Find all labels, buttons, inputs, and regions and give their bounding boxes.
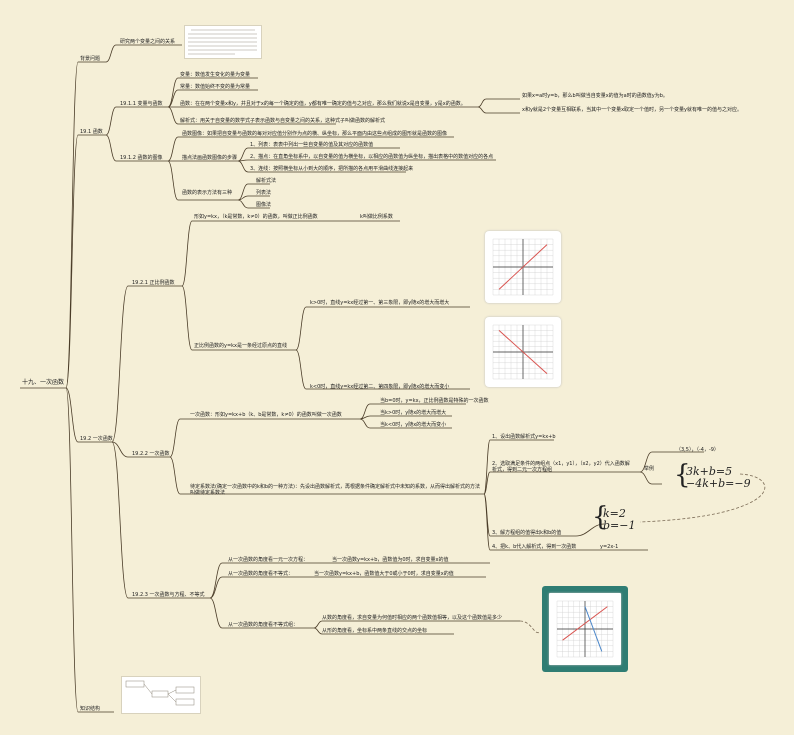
method-step-3: 3、解方程组的值得出k和b的值 xyxy=(492,530,562,536)
series-line-1 xyxy=(498,330,548,374)
proportional-k-positive: k>0时，直线y=kx经过第一、第三象限，即y随x的增大而增大 xyxy=(310,300,450,306)
linear-b-zero: 当b=0时，y=kx，正比例函数是特殊的一次函数 xyxy=(380,398,489,404)
view-inequality-desc: 当一次函数y=kx+b，函数值大于0或小于0时，求自变量x的值 xyxy=(314,571,454,577)
graph-steps-title: 描点法画函数图像的步骤 xyxy=(182,155,238,161)
def-constant: 常量：数值始终不变的量为常量 xyxy=(180,84,251,90)
equation-brace: { xyxy=(674,460,691,490)
solution-k: k=2 xyxy=(603,507,626,520)
structure-thumbnail xyxy=(121,676,201,714)
example-points: （3,5），（-4，-9） xyxy=(676,447,719,453)
root-topic: 十九、一次函数 xyxy=(22,379,65,386)
def-graph: 函数图像：如果把自变量与函数的每对对应值分别作为点的横、纵坐标，那么平面内由这些… xyxy=(182,131,448,137)
topic-structure: 知识结构 xyxy=(80,706,101,712)
background-thumbnail xyxy=(184,25,262,59)
linear-k-positive: 当k>0时，y随x的增大而增大 xyxy=(380,410,447,416)
example-label: 举例 xyxy=(644,466,655,472)
def-variable: 变量：数值发生变化的量为变量 xyxy=(180,72,251,78)
linear-k-negative: 当k<0时，y随x的增大而变小 xyxy=(380,422,447,428)
graph-step-3: 3、连线：按照横坐标从小到大的顺序，把所描的各点用平滑曲线连接起来 xyxy=(250,166,414,172)
plot-k-negative xyxy=(485,317,561,387)
methods-title: 函数的表示方法有三种 xyxy=(182,190,233,196)
view-equation-desc: 当一次函数y=kx+b，函数值为0时，求自变量x的值 xyxy=(332,557,449,563)
topic-19-1-2: 19.1.2 函数的图像 xyxy=(120,155,163,161)
topic-19-1-1: 19.1.1 变量与函数 xyxy=(120,101,163,107)
function-note-1: 如果x=a时y=b，那么b叫做当自变量x的值为a时的函数值y为b。 xyxy=(522,93,668,99)
background-research: 研究两个变量之间的关系 xyxy=(120,39,176,45)
def-function: 函数：在在两个变量x和y，并且对于x的每一个确定的值，y都有唯一确定的值与之对应… xyxy=(180,101,466,107)
method-graph: 图像法 xyxy=(256,202,272,208)
topic-19-2: 19.2 一次函数 xyxy=(80,436,113,442)
topic-19-2-1: 19.2.1 正比例函数 xyxy=(132,280,175,286)
solution-b: b=−1 xyxy=(603,519,636,532)
system-numeric: 从数的角度看，求自变量为何值时相应的两个函数值相等，以及这个函数值是多少 xyxy=(322,615,503,621)
method-analytic: 解析式法 xyxy=(256,178,277,184)
graph-step-2: 2、描点：在直角坐标系中，以自变量的值为横坐标，以相应的函数值为纵坐标，描出表格… xyxy=(250,154,494,160)
view-equation: 从一次函数的角度看一元一次方程： xyxy=(228,557,309,563)
series-line-1 xyxy=(562,606,608,641)
def-linear: 一次函数：形如y=kx+b（k、b是常数，k≠0）的函数叫做一次函数 xyxy=(190,412,342,418)
def-proportional: 形如y=kx，（k是常数，k≠0）的函数，叫做正比例函数 xyxy=(194,214,318,220)
method-step-4: 4、把k、b代入解析式，得到一次函数 xyxy=(492,544,577,550)
def-analytic: 解析式：用关于自变量的数学式子表示函数与自变量之间的关系，这种式子叫做函数的解析… xyxy=(180,118,386,124)
plot-k-positive-svg xyxy=(492,238,554,296)
equation-2: −4k+b=−9 xyxy=(686,477,751,490)
proportional-coefficient: k叫做比例系数 xyxy=(360,214,393,220)
series-line-2 xyxy=(584,606,603,652)
structure-diagram-image xyxy=(125,680,195,706)
background-text-image xyxy=(188,29,257,55)
proportional-line: 正比例函数的y=kx是一条经过原点的直线 xyxy=(194,343,288,349)
plot-intersection-svg xyxy=(556,600,614,658)
series-line-1 xyxy=(498,244,548,290)
plot-intersection xyxy=(549,593,621,665)
topic-19-2-2: 19.2.2 一次函数 xyxy=(132,451,170,457)
equation-1: 3k+b=5 xyxy=(686,465,733,478)
method-result: y=2x-1 xyxy=(600,544,619,550)
plot-k-negative-svg xyxy=(492,324,554,380)
system-graphic: 从形的角度看，坐标系中两条直线的交点的坐标 xyxy=(322,628,428,634)
plot-k-positive xyxy=(485,231,561,303)
solution-brace: { xyxy=(592,502,609,532)
method-step-2: 2、选取满足条件的两组点（x1，y1），（x2，y2）代入函数解析式，得到二元一… xyxy=(492,461,630,473)
function-note-2: x和y就是2个变量互相联系，当其中一个变量x取定一个值时，另一个变量y就有唯一的… xyxy=(522,107,743,113)
graph-step-1: 1、列表：表表中列出一些自变量的值及其对应的函数值 xyxy=(250,142,374,148)
topic-19-2-3: 19.2.3 一次函数与方程、不等式 xyxy=(132,592,205,598)
topic-background: 背景问题 xyxy=(80,56,101,62)
undetermined-coefficients: 待定系数法(确定一次函数中的k和b的一种方法)：先设出函数解析式，再根据条件确定… xyxy=(190,484,480,496)
proportional-k-negative: k<0时，直线y=kx经过第二、第四象限，即y随x的增大而变小 xyxy=(310,384,450,390)
method-step-1: 1、设出函数解析式y=kx+b xyxy=(492,434,556,440)
topic-19-1: 19.1 函数 xyxy=(80,129,103,135)
view-inequality: 从一次函数的角度看不等式： xyxy=(228,571,294,577)
plot-intersection-frame xyxy=(542,586,628,672)
view-system: 从一次函数的角度看不等式组： xyxy=(228,622,299,628)
method-table: 列表法 xyxy=(256,190,272,196)
